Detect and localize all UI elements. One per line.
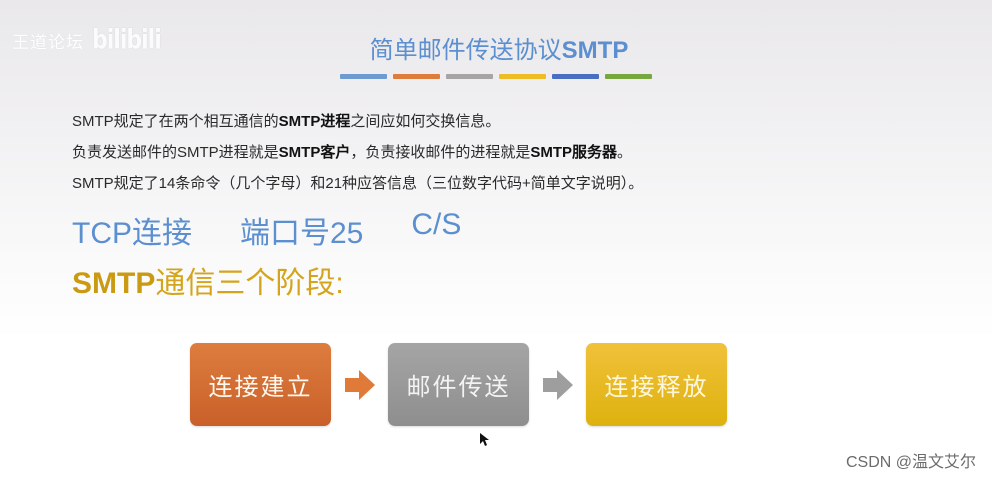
accent-bar [552, 74, 599, 79]
accent-bar [446, 74, 493, 79]
arrow-right-icon [529, 369, 586, 400]
title-cn: 简单邮件传送协议 [369, 37, 562, 64]
slide-title: 简单邮件传送协议SMTP [0, 30, 992, 65]
keyword-row: TCP连接 端口号25 C/S [72, 208, 461, 252]
accent-bar [499, 74, 546, 79]
forum-name: 王道论坛 [12, 33, 84, 52]
arrow-right-icon [331, 369, 388, 400]
csdn-credit: CSDN @温文艾尔 [845, 454, 976, 471]
stage-transfer: 邮件传送 [388, 343, 529, 426]
phase-flow: 连接建立 邮件传送 连接释放 [190, 343, 727, 426]
title-en: SMTP [561, 37, 629, 64]
bold-text: SMTP客户 [278, 144, 351, 161]
keyword-port: 端口号25 [240, 217, 364, 250]
text: 负责发送邮件的SMTP进程就是 [72, 144, 279, 161]
stage-connect: 连接建立 [190, 343, 331, 426]
bilibili-logo-icon: bilibili [92, 25, 162, 56]
phases-heading: SMTP通信三个阶段: [72, 258, 344, 302]
forum-watermark: 王道论坛 bilibili [12, 25, 162, 56]
mouse-cursor-icon [480, 433, 490, 452]
accent-bar [605, 74, 652, 79]
keyword-tcp: TCP连接 [72, 217, 192, 250]
text: 之间应如何交换信息。 [350, 113, 501, 130]
bold-text: SMTP服务器 [530, 144, 618, 161]
bold-text: SMTP进程 [278, 113, 351, 130]
text: SMTP规定了在两个相互通信的 [72, 113, 279, 130]
text: 。 [617, 144, 633, 161]
phases-heading-cn: 通信三个阶段: [155, 267, 344, 300]
accent-bar [340, 74, 387, 79]
accent-bars [340, 74, 652, 79]
stage-release: 连接释放 [586, 343, 727, 426]
phases-heading-en: SMTP [72, 267, 156, 300]
text: SMTP规定了14条命令（几个字母）和21种应答信息（三位数字代码+简单文字说明… [72, 175, 644, 192]
accent-bar [393, 74, 440, 79]
body-line-1: SMTP规定了在两个相互通信的SMTP进程之间应如何交换信息。 [72, 106, 643, 137]
text: ，负责接收邮件的进程就是 [350, 144, 531, 161]
keyword-cs: C/S [411, 208, 462, 241]
body-line-2: 负责发送邮件的SMTP进程就是SMTP客户，负责接收邮件的进程就是SMTP服务器… [72, 137, 643, 168]
body-text: SMTP规定了在两个相互通信的SMTP进程之间应如何交换信息。 负责发送邮件的S… [72, 106, 643, 199]
body-line-3: SMTP规定了14条命令（几个字母）和21种应答信息（三位数字代码+简单文字说明… [72, 168, 643, 199]
